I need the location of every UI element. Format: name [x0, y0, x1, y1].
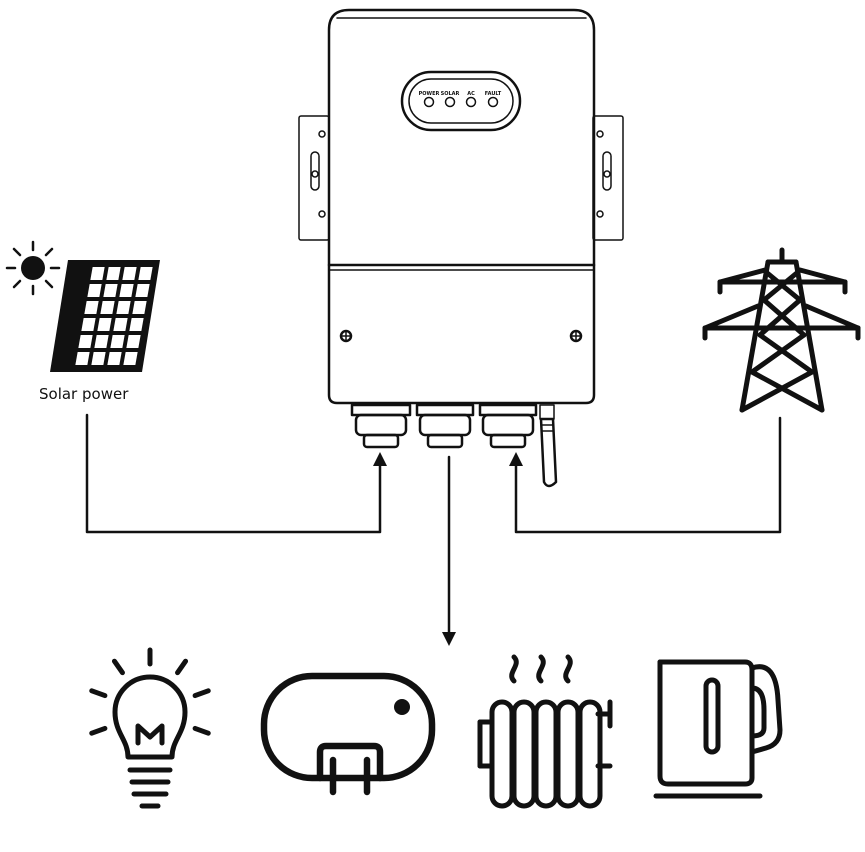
radiator-fin — [511, 699, 537, 809]
radiator-fin — [555, 699, 581, 809]
water-heater-icon — [260, 672, 436, 796]
solar-cell — [91, 352, 106, 365]
indicator-label-fault: FAULT — [485, 91, 502, 97]
cable-gland-pv — [350, 403, 412, 449]
indicator-led-solar — [444, 96, 456, 108]
solar-cell — [81, 318, 96, 331]
solar-cell — [107, 352, 122, 365]
bulb-ray — [192, 725, 211, 736]
solar-cell — [132, 301, 147, 314]
radiator-fin — [577, 699, 603, 809]
solar-cell — [106, 267, 121, 280]
indicator-label-ac: AC — [467, 91, 475, 97]
electric-kettle-icon — [653, 659, 783, 799]
solar-cell — [75, 352, 90, 365]
solar-cell — [100, 301, 115, 314]
wifi-antenna — [539, 404, 558, 488]
solar-cell — [97, 318, 112, 331]
cable-gland-load — [415, 403, 475, 449]
grid-input-connector — [509, 416, 782, 534]
solar-cell — [119, 284, 134, 297]
solar-cell — [84, 301, 99, 314]
light-bulb-icon — [89, 647, 211, 809]
solar-cell — [126, 335, 141, 348]
solar-cell — [116, 301, 131, 314]
solar-cell — [135, 284, 150, 297]
pv-input-connector — [85, 413, 387, 534]
radiator-heater-icon — [477, 654, 613, 809]
radiator-fin — [489, 699, 515, 809]
cover-screw-right — [569, 329, 583, 343]
bulb-ray — [89, 725, 108, 736]
solar-cell — [78, 335, 93, 348]
indicator-led-fault — [487, 96, 499, 108]
left-mounting-bracket — [298, 115, 330, 241]
solar-cell — [87, 284, 102, 297]
solar-cell — [90, 267, 105, 280]
solar-panel-icon — [50, 260, 160, 372]
solar-power-label: Solar power — [39, 385, 129, 403]
solar-cell — [123, 352, 138, 365]
solar-cell — [138, 267, 153, 280]
cover-screw-left — [339, 329, 353, 343]
solar-cell — [129, 318, 144, 331]
indicator-label-power: POWER — [419, 91, 440, 97]
solar-cell — [122, 267, 137, 280]
bulb-ray — [111, 658, 125, 676]
right-mounting-bracket — [592, 115, 624, 241]
radiator-fin — [533, 699, 559, 809]
load-output-connector — [442, 455, 456, 646]
solar-cell — [103, 284, 118, 297]
solar-cell — [113, 318, 128, 331]
solar-cell — [110, 335, 125, 348]
bulb-ray — [192, 688, 211, 699]
power-tower-icon — [702, 247, 861, 413]
bulb-ray — [89, 688, 108, 699]
bulb-ray — [175, 658, 189, 676]
indicator-led-ac — [465, 96, 477, 108]
indicator-led-power — [423, 96, 435, 108]
solar-cell — [94, 335, 109, 348]
cable-gland-grid — [478, 403, 538, 449]
sun-icon — [5, 240, 61, 296]
indicator-label-solar: SOLAR — [441, 91, 460, 97]
